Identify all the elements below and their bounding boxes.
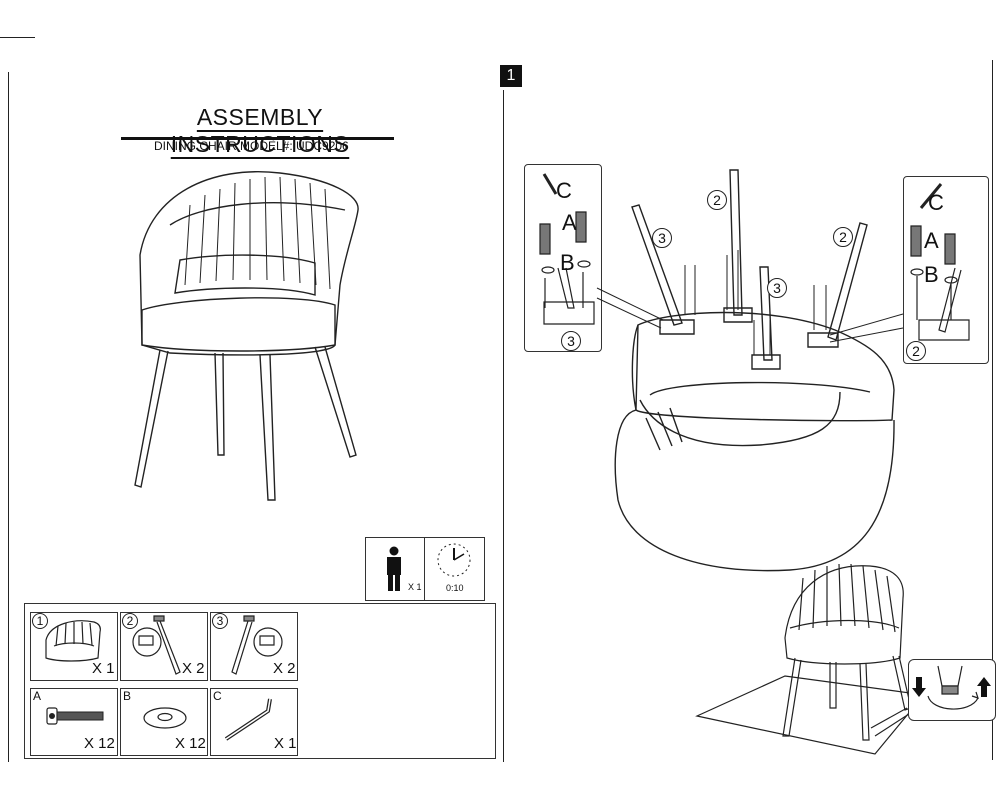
page-title: ASSEMBLY INSTRUCTIONS <box>170 104 350 157</box>
left-detail-letter-c: C <box>556 178 572 203</box>
inverted-chair-illustration <box>610 300 900 575</box>
top-left-edge <box>0 37 35 38</box>
title-underline <box>121 137 394 140</box>
persons-count: X 1 <box>408 582 422 592</box>
right-detail-letter-b: B <box>924 262 939 287</box>
part-c-qty: X 1 <box>274 735 297 752</box>
person-icon <box>387 546 401 591</box>
part-3-qty: X 2 <box>273 660 296 677</box>
chair-illustration <box>130 165 370 505</box>
right-detail-part-number: 2 <box>906 341 926 361</box>
leg-label-front: 3 <box>767 278 787 298</box>
step-number-badge: 1 <box>500 65 522 87</box>
left-detail-letter-b: B <box>560 250 575 275</box>
part-a-letter: A <box>33 689 42 703</box>
part-2-number: 2 <box>122 613 138 629</box>
left-margin-line <box>8 72 10 762</box>
center-divider <box>503 90 505 762</box>
part-a-qty: X 12 <box>84 735 115 752</box>
washer-icon <box>142 706 188 730</box>
detail-connector-lines <box>595 280 915 350</box>
leg-label-center: 2 <box>707 190 727 210</box>
part-1-number: 1 <box>32 613 48 629</box>
part-1-chair-icon <box>44 618 102 666</box>
left-detail-box <box>524 164 602 352</box>
right-detail-letter-c: C <box>928 190 944 215</box>
part-2-qty: X 2 <box>182 660 205 677</box>
clock-icon <box>436 542 472 578</box>
left-detail-letter-a: A <box>562 210 577 235</box>
leg-label-left: 3 <box>652 228 672 248</box>
part-a-box <box>30 688 118 756</box>
floor-and-chair-illustration <box>695 558 995 758</box>
right-detail-box <box>903 176 989 364</box>
part-2-leg-icon <box>130 614 190 676</box>
part-3-number: 3 <box>212 613 228 629</box>
part-c-letter: C <box>213 689 222 703</box>
leg-label-right: 2 <box>833 227 853 247</box>
right-margin-line <box>992 60 994 760</box>
info-box <box>365 537 485 601</box>
model-subtitle: DINING CHAIR MODEL#: UDC9206 <box>154 139 349 153</box>
bolt-icon <box>46 706 106 726</box>
down-arrow-icon <box>912 677 926 697</box>
part-b-box <box>120 688 208 756</box>
allen-key-icon <box>224 693 284 743</box>
info-divider <box>424 537 425 600</box>
part-3-leg-icon <box>222 614 288 676</box>
left-detail-part-number: 3 <box>561 331 581 351</box>
leveler-foot-drawing <box>920 664 990 716</box>
right-detail-drawing <box>907 180 985 358</box>
part-b-qty: X 12 <box>175 735 206 752</box>
up-arrow-icon <box>977 677 991 697</box>
left-detail-drawing <box>528 168 598 346</box>
assembly-time: 0:10 <box>446 583 464 593</box>
part-b-letter: B <box>123 689 132 703</box>
part-1-qty: X 1 <box>92 660 115 677</box>
right-detail-letter-a: A <box>924 228 939 253</box>
